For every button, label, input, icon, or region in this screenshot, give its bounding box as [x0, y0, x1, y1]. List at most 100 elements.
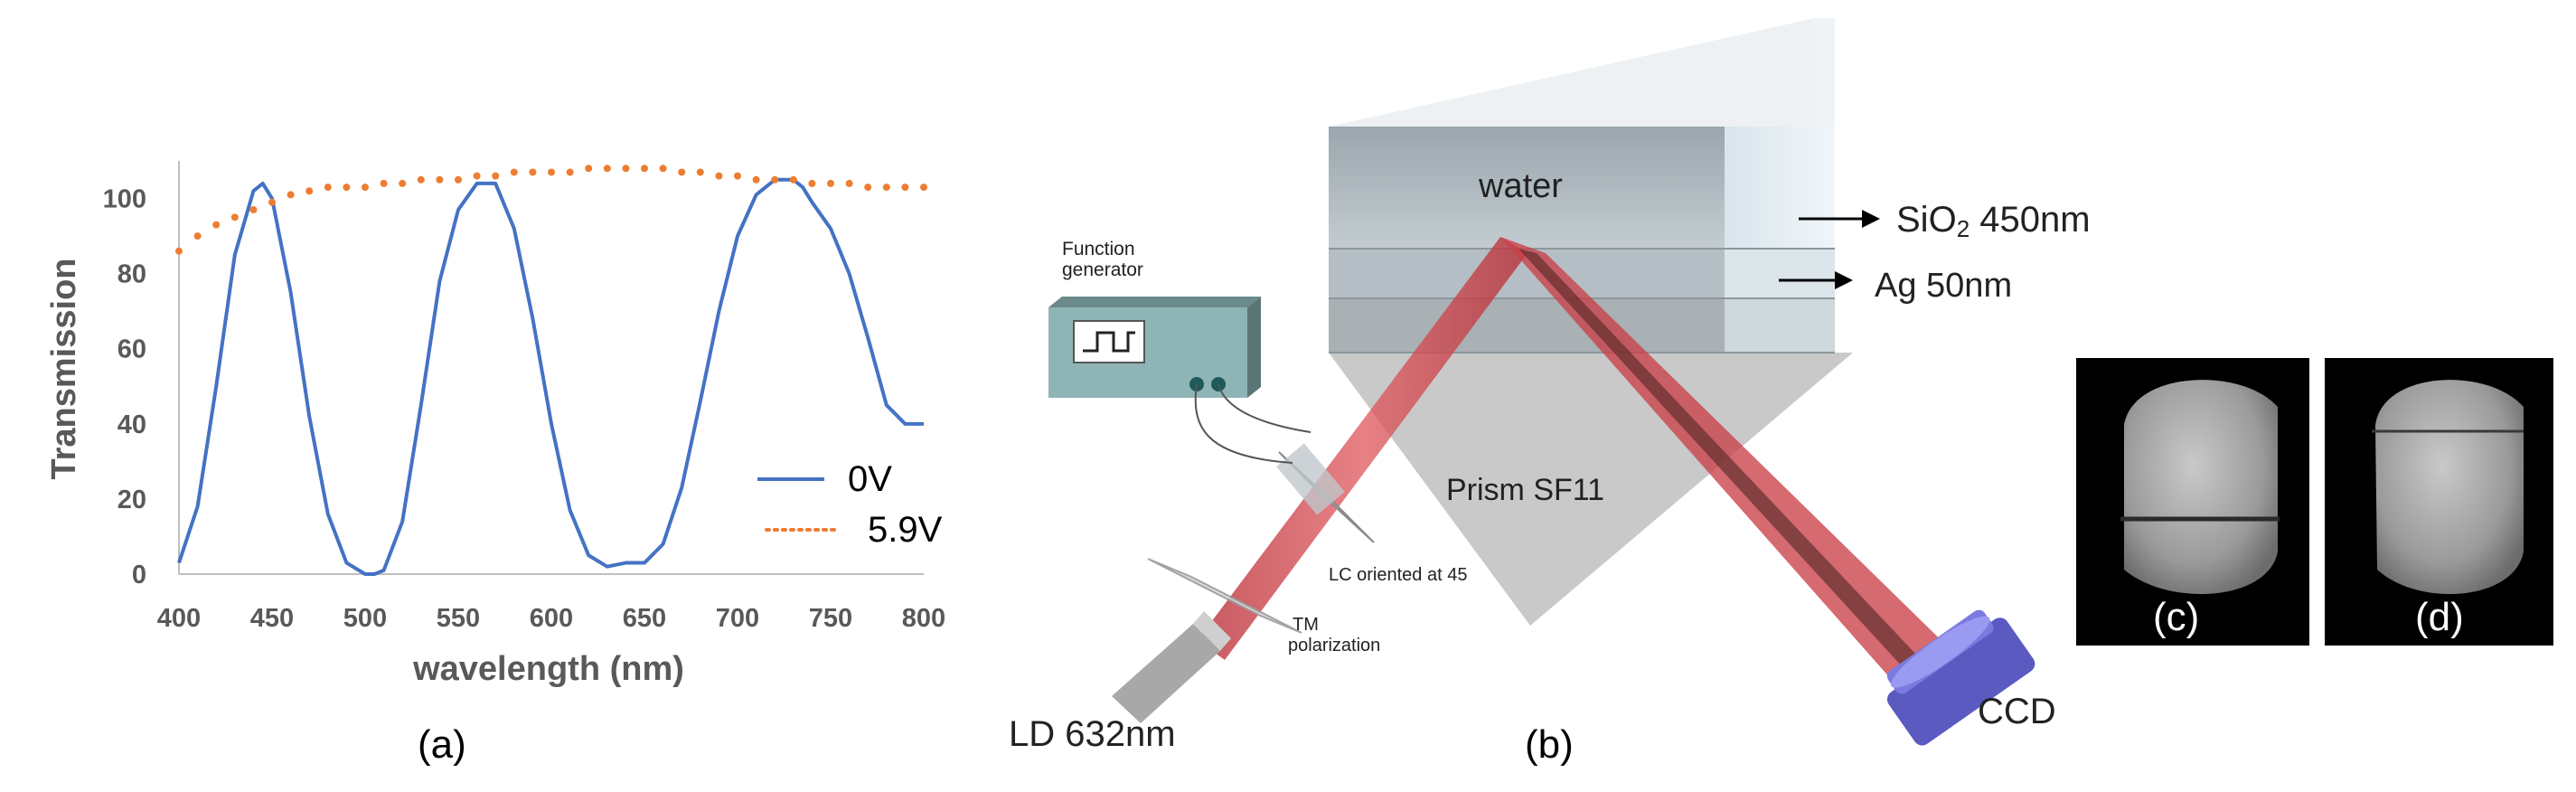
- data-point-5.9V: [585, 165, 593, 173]
- data-point-5.9V: [230, 213, 239, 222]
- upper-glass-block: [1329, 18, 1815, 127]
- data-point-5.9V: [399, 179, 407, 187]
- square-wave-icon: [1083, 331, 1135, 353]
- data-point-5.9V: [715, 172, 723, 180]
- reflected-beam-core: [1518, 249, 1934, 680]
- data-point-5.9V: [510, 168, 518, 176]
- x-tick-label: 700: [716, 604, 759, 633]
- data-point-5.9V: [455, 175, 462, 184]
- prism-sf11: [1329, 353, 1853, 626]
- data-point-5.9V: [343, 184, 351, 192]
- laser-diode: [1112, 624, 1220, 723]
- legend-label-0V: 0V: [848, 459, 892, 499]
- function-generator-top: [1048, 297, 1261, 307]
- data-point-5.9V: [641, 165, 648, 173]
- data-point-5.9V: [492, 172, 500, 180]
- x-tick-label: 650: [623, 604, 666, 633]
- panel-label-a: (a): [418, 722, 466, 767]
- data-point-5.9V: [268, 198, 276, 206]
- x-tick-label: 400: [157, 604, 201, 633]
- x-tick-label: 750: [809, 604, 852, 633]
- series-layer: [175, 165, 927, 576]
- data-point-5.9V: [734, 172, 741, 180]
- function-generator-screen: [1073, 320, 1145, 363]
- beam-spot-c: [2124, 380, 2278, 595]
- y-tick-label: 60: [118, 335, 146, 364]
- ccd-image-c: (c): [2076, 358, 2309, 646]
- data-point-5.9V: [473, 172, 481, 180]
- y-tick-labels: 0 20 40 60 80 100: [103, 185, 146, 589]
- laser-label: LD 632nm: [1009, 714, 1176, 754]
- data-point-5.9V: [287, 191, 295, 199]
- data-point-5.9V: [324, 184, 332, 192]
- function-generator-label-1: Function: [1062, 239, 1135, 259]
- data-point-5.9V: [752, 175, 760, 184]
- water-layer-side: [1725, 127, 1835, 249]
- upper-glass-side: [1815, 18, 1835, 127]
- tm-polarizer: [1147, 558, 1302, 634]
- data-point-5.9V: [622, 165, 630, 173]
- signal-cable: [1217, 383, 1312, 433]
- data-point-5.9V: [362, 184, 369, 192]
- data-point-5.9V: [380, 179, 388, 187]
- data-point-5.9V: [808, 179, 816, 187]
- data-point-5.9V: [845, 179, 853, 187]
- prism-label: Prism SF11: [1446, 473, 1604, 507]
- legend: 0V 5.9V: [757, 459, 943, 550]
- data-point-5.9V: [901, 184, 909, 192]
- data-point-5.9V: [249, 206, 258, 214]
- data-point-5.9V: [417, 175, 425, 184]
- data-point-5.9V: [603, 165, 611, 173]
- data-point-5.9V: [696, 168, 704, 176]
- ag-arrowhead: [1835, 271, 1853, 289]
- ag-label: Ag 50nm: [1875, 267, 2012, 305]
- laser-diode-face: [1193, 611, 1231, 651]
- data-point-5.9V: [827, 179, 834, 187]
- y-tick-label: 80: [118, 260, 146, 289]
- panel-label-d: (d): [2415, 595, 2464, 639]
- signal-cable: [1194, 383, 1293, 464]
- sio2-layer-side: [1725, 249, 1835, 298]
- function-generator-side: [1247, 297, 1261, 398]
- sio2-arrowhead: [1862, 210, 1880, 228]
- y-tick-label: 100: [103, 185, 146, 214]
- y-tick-label: 0: [132, 561, 146, 589]
- function-generator-label-2: generator: [1062, 259, 1143, 280]
- incident-laser-beam: [1198, 237, 1528, 660]
- data-point-5.9V: [864, 184, 872, 192]
- data-point-5.9V: [436, 175, 444, 184]
- tm-label-1: TM: [1293, 615, 1319, 635]
- data-point-5.9V: [306, 187, 314, 195]
- data-point-5.9V: [882, 184, 890, 192]
- panel-label-c: (c): [2153, 595, 2199, 639]
- water-label: water: [1478, 167, 1563, 205]
- ag-layer: [1329, 298, 1725, 353]
- x-tick-label: 450: [250, 604, 294, 633]
- tm-label-2: polarization: [1288, 636, 1380, 655]
- y-tick-label: 40: [118, 410, 146, 439]
- series-line-0V: [177, 177, 924, 576]
- ccd-label: CCD: [1978, 692, 2056, 731]
- data-point-5.9V: [920, 184, 927, 192]
- water-layer: [1329, 127, 1725, 249]
- x-tick-label: 800: [902, 604, 945, 633]
- setup-diagram: water SiO2 450nm Ag 50nm Function genera…: [1009, 18, 2091, 767]
- ccd-detector: [1886, 609, 2035, 746]
- ccd-image-d: (d): [2325, 358, 2553, 646]
- beam-spot-d: [2375, 380, 2524, 595]
- y-axis-label: Transmission: [45, 259, 83, 480]
- x-tick-label: 500: [343, 604, 387, 633]
- x-tick-label: 550: [437, 604, 480, 633]
- panel-label-b: (b): [1525, 722, 1574, 767]
- data-point-5.9V: [678, 168, 686, 176]
- y-tick-label: 20: [118, 486, 146, 514]
- data-point-5.9V: [529, 168, 537, 176]
- data-point-5.9V: [548, 168, 555, 176]
- legend-label-5.9V: 5.9V: [868, 510, 943, 550]
- ag-layer-side: [1725, 298, 1835, 353]
- lc-label: LC oriented at 45: [1329, 565, 1467, 585]
- data-point-5.9V: [659, 165, 667, 173]
- x-axis-label: wavelength (nm): [412, 650, 684, 688]
